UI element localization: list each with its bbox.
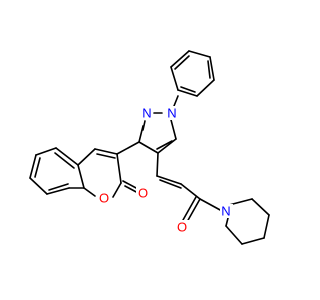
atom-label: N [167, 106, 176, 121]
structure-drawing: N N O O O N [29, 50, 270, 245]
atom-label: O [177, 220, 187, 235]
atom-label: N [142, 106, 151, 121]
atom-coumarin-carbonyl-oxygen: O [136, 186, 150, 201]
atom-label: O [99, 191, 109, 206]
coumarin-benzene-ring [29, 147, 85, 195]
atom-piperidine-nitrogen: N [220, 204, 233, 219]
atom-amide-oxygen: O [175, 220, 189, 235]
atom-label: N [221, 204, 230, 219]
coumarin-pyranone-ring [77, 148, 141, 198]
atom-pyrazole-n2: N [141, 106, 153, 121]
atom-coumarin-ring-oxygen: O [97, 191, 110, 206]
atom-label: O [138, 186, 148, 201]
molecule-diagram: N N O O O N [29, 50, 270, 245]
acrylamide-chain [156, 152, 223, 223]
atom-labels: N N O O O N [97, 106, 233, 235]
atom-pyrazole-n1: N [166, 106, 178, 121]
bond-pyrazole-coumarin [116, 141, 140, 155]
phenyl-ring [170, 50, 215, 97]
